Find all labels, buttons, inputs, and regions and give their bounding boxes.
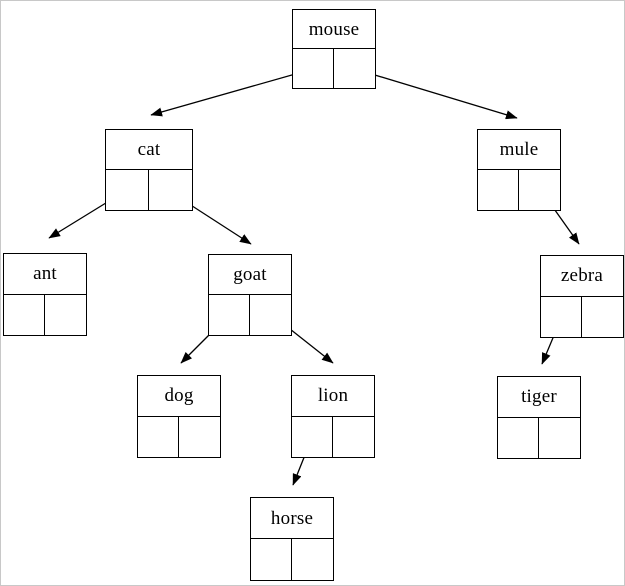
tree-node-mule[interactable]: mule [477,129,561,211]
tree-node-label: lion [292,376,374,417]
left-pointer-cell[interactable] [209,295,250,335]
left-pointer-cell[interactable] [478,170,519,210]
edge-mouse-to-mule [354,68,518,120]
right-pointer-cell[interactable] [250,295,291,335]
tree-node-pointer-row [541,296,623,338]
tree-node-label: dog [138,376,220,417]
tree-node-horse[interactable]: horse [250,497,334,581]
tree-node-dog[interactable]: dog [137,375,221,458]
tree-node-label: mule [478,130,560,170]
tree-node-label: ant [4,254,86,295]
left-pointer-cell[interactable] [292,416,333,457]
left-pointer-cell[interactable] [293,49,334,88]
right-pointer-cell[interactable] [45,295,86,336]
right-pointer-cell[interactable] [292,539,333,580]
tree-node-pointer-row [209,295,291,335]
tree-node-pointer-row [251,539,333,580]
left-pointer-cell[interactable] [4,294,45,335]
tree-node-label: mouse [293,10,375,49]
right-pointer-cell[interactable] [149,170,192,210]
tree-node-pointer-row [478,170,560,210]
tree-node-ant[interactable]: ant [3,253,87,336]
left-pointer-cell[interactable] [106,170,149,210]
tree-node-pointer-row [292,416,374,458]
tree-node-label: goat [209,255,291,295]
left-pointer-cell[interactable] [498,417,539,458]
tree-node-label: cat [106,130,192,170]
tree-node-cat[interactable]: cat [105,129,193,211]
left-pointer-cell[interactable] [541,296,582,337]
tree-node-lion[interactable]: lion [291,375,375,458]
tree-node-label: horse [251,498,333,539]
edge-mouse-to-cat [150,68,314,117]
right-pointer-cell[interactable] [179,417,220,458]
tree-node-pointer-row [4,294,86,336]
tree-node-tiger[interactable]: tiger [497,376,581,459]
tree-node-mouse[interactable]: mouse [292,9,376,89]
right-pointer-cell[interactable] [539,418,580,459]
tree-node-pointer-row [106,170,192,210]
right-pointer-cell[interactable] [334,49,375,88]
left-pointer-cell[interactable] [138,416,179,457]
left-pointer-cell[interactable] [251,539,292,580]
tree-node-zebra[interactable]: zebra [540,255,624,338]
tree-node-label: tiger [498,377,580,418]
right-pointer-cell[interactable] [519,170,560,210]
tree-node-pointer-row [498,417,580,459]
tree-node-label: zebra [541,256,623,297]
right-pointer-cell[interactable] [582,297,623,338]
tree-node-goat[interactable]: goat [208,254,292,336]
tree-node-pointer-row [138,416,220,458]
right-pointer-cell[interactable] [333,417,374,458]
tree-node-pointer-row [293,49,375,88]
